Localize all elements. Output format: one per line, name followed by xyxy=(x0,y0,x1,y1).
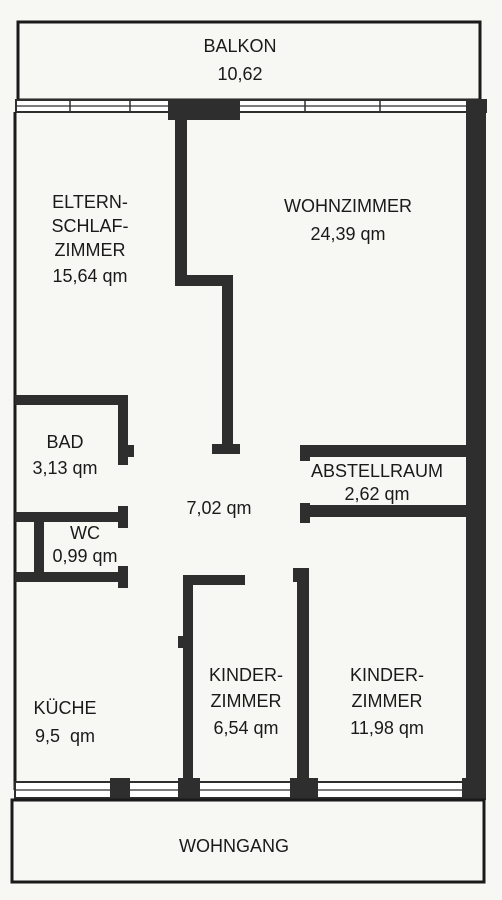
bad-name: BAD xyxy=(46,432,83,452)
eltern-name-1: ELTERN- xyxy=(52,192,128,212)
label-kueche: KÜCHE 9,5 qm xyxy=(33,698,96,746)
wc-name: WC xyxy=(70,523,100,543)
abstellraum-name: ABSTELLRAUM xyxy=(311,461,443,481)
kinderzimmer2-name-1: KINDER- xyxy=(350,665,424,685)
abstellraum-area: 2,62 qm xyxy=(344,484,409,504)
kinderzimmer1-name-1: KINDER- xyxy=(209,665,283,685)
bad-area: 3,13 qm xyxy=(32,458,97,478)
kinderzimmer2-name-2: ZIMMER xyxy=(352,691,423,711)
label-kinderzimmer-1: KINDER- ZIMMER 6,54 qm xyxy=(209,665,283,738)
label-kinderzimmer-2: KINDER- ZIMMER 11,98 qm xyxy=(350,665,424,738)
label-wohnzimmer: WOHNZIMMER 24,39 qm xyxy=(284,196,412,244)
exterior-walls xyxy=(13,112,486,800)
kueche-name: KÜCHE xyxy=(33,698,96,718)
wohnzimmer-area: 24,39 qm xyxy=(310,224,385,244)
flur-area: 7,02 qm xyxy=(186,498,251,518)
label-abstellraum: ABSTELLRAUM 2,62 qm xyxy=(311,461,443,504)
kinderzimmer1-area: 6,54 qm xyxy=(213,718,278,738)
label-flur: 7,02 qm xyxy=(186,498,251,518)
wohngang-name: WOHNGANG xyxy=(179,836,289,856)
wohngang-area xyxy=(10,798,486,884)
kinderzimmer2-area: 11,98 qm xyxy=(350,718,424,738)
label-bad: BAD 3,13 qm xyxy=(32,432,97,478)
balcony-window-band xyxy=(15,99,487,120)
eltern-area: 15,64 qm xyxy=(52,266,127,286)
wohnzimmer-name: WOHNZIMMER xyxy=(284,196,412,216)
label-elternschlafzimmer: ELTERN- SCHLAF- ZIMMER 15,64 qm xyxy=(51,192,128,286)
balkon-name: BALKON xyxy=(203,36,276,56)
label-wc: WC 0,99 qm xyxy=(52,523,117,566)
wc-area: 0,99 qm xyxy=(52,546,117,566)
label-wohngang: WOHNGANG xyxy=(179,836,289,856)
label-balkon: BALKON 10,62 xyxy=(203,36,276,84)
interior-walls xyxy=(13,112,470,785)
kinderzimmer1-name-2: ZIMMER xyxy=(211,691,282,711)
eltern-name-3: ZIMMER xyxy=(55,240,126,260)
balkon-area: 10,62 xyxy=(217,64,262,84)
corridor-window-band xyxy=(14,778,486,800)
balcony-area xyxy=(16,20,482,102)
kueche-area: 9,5 qm xyxy=(35,726,95,746)
eltern-name-2: SCHLAF- xyxy=(51,216,128,236)
